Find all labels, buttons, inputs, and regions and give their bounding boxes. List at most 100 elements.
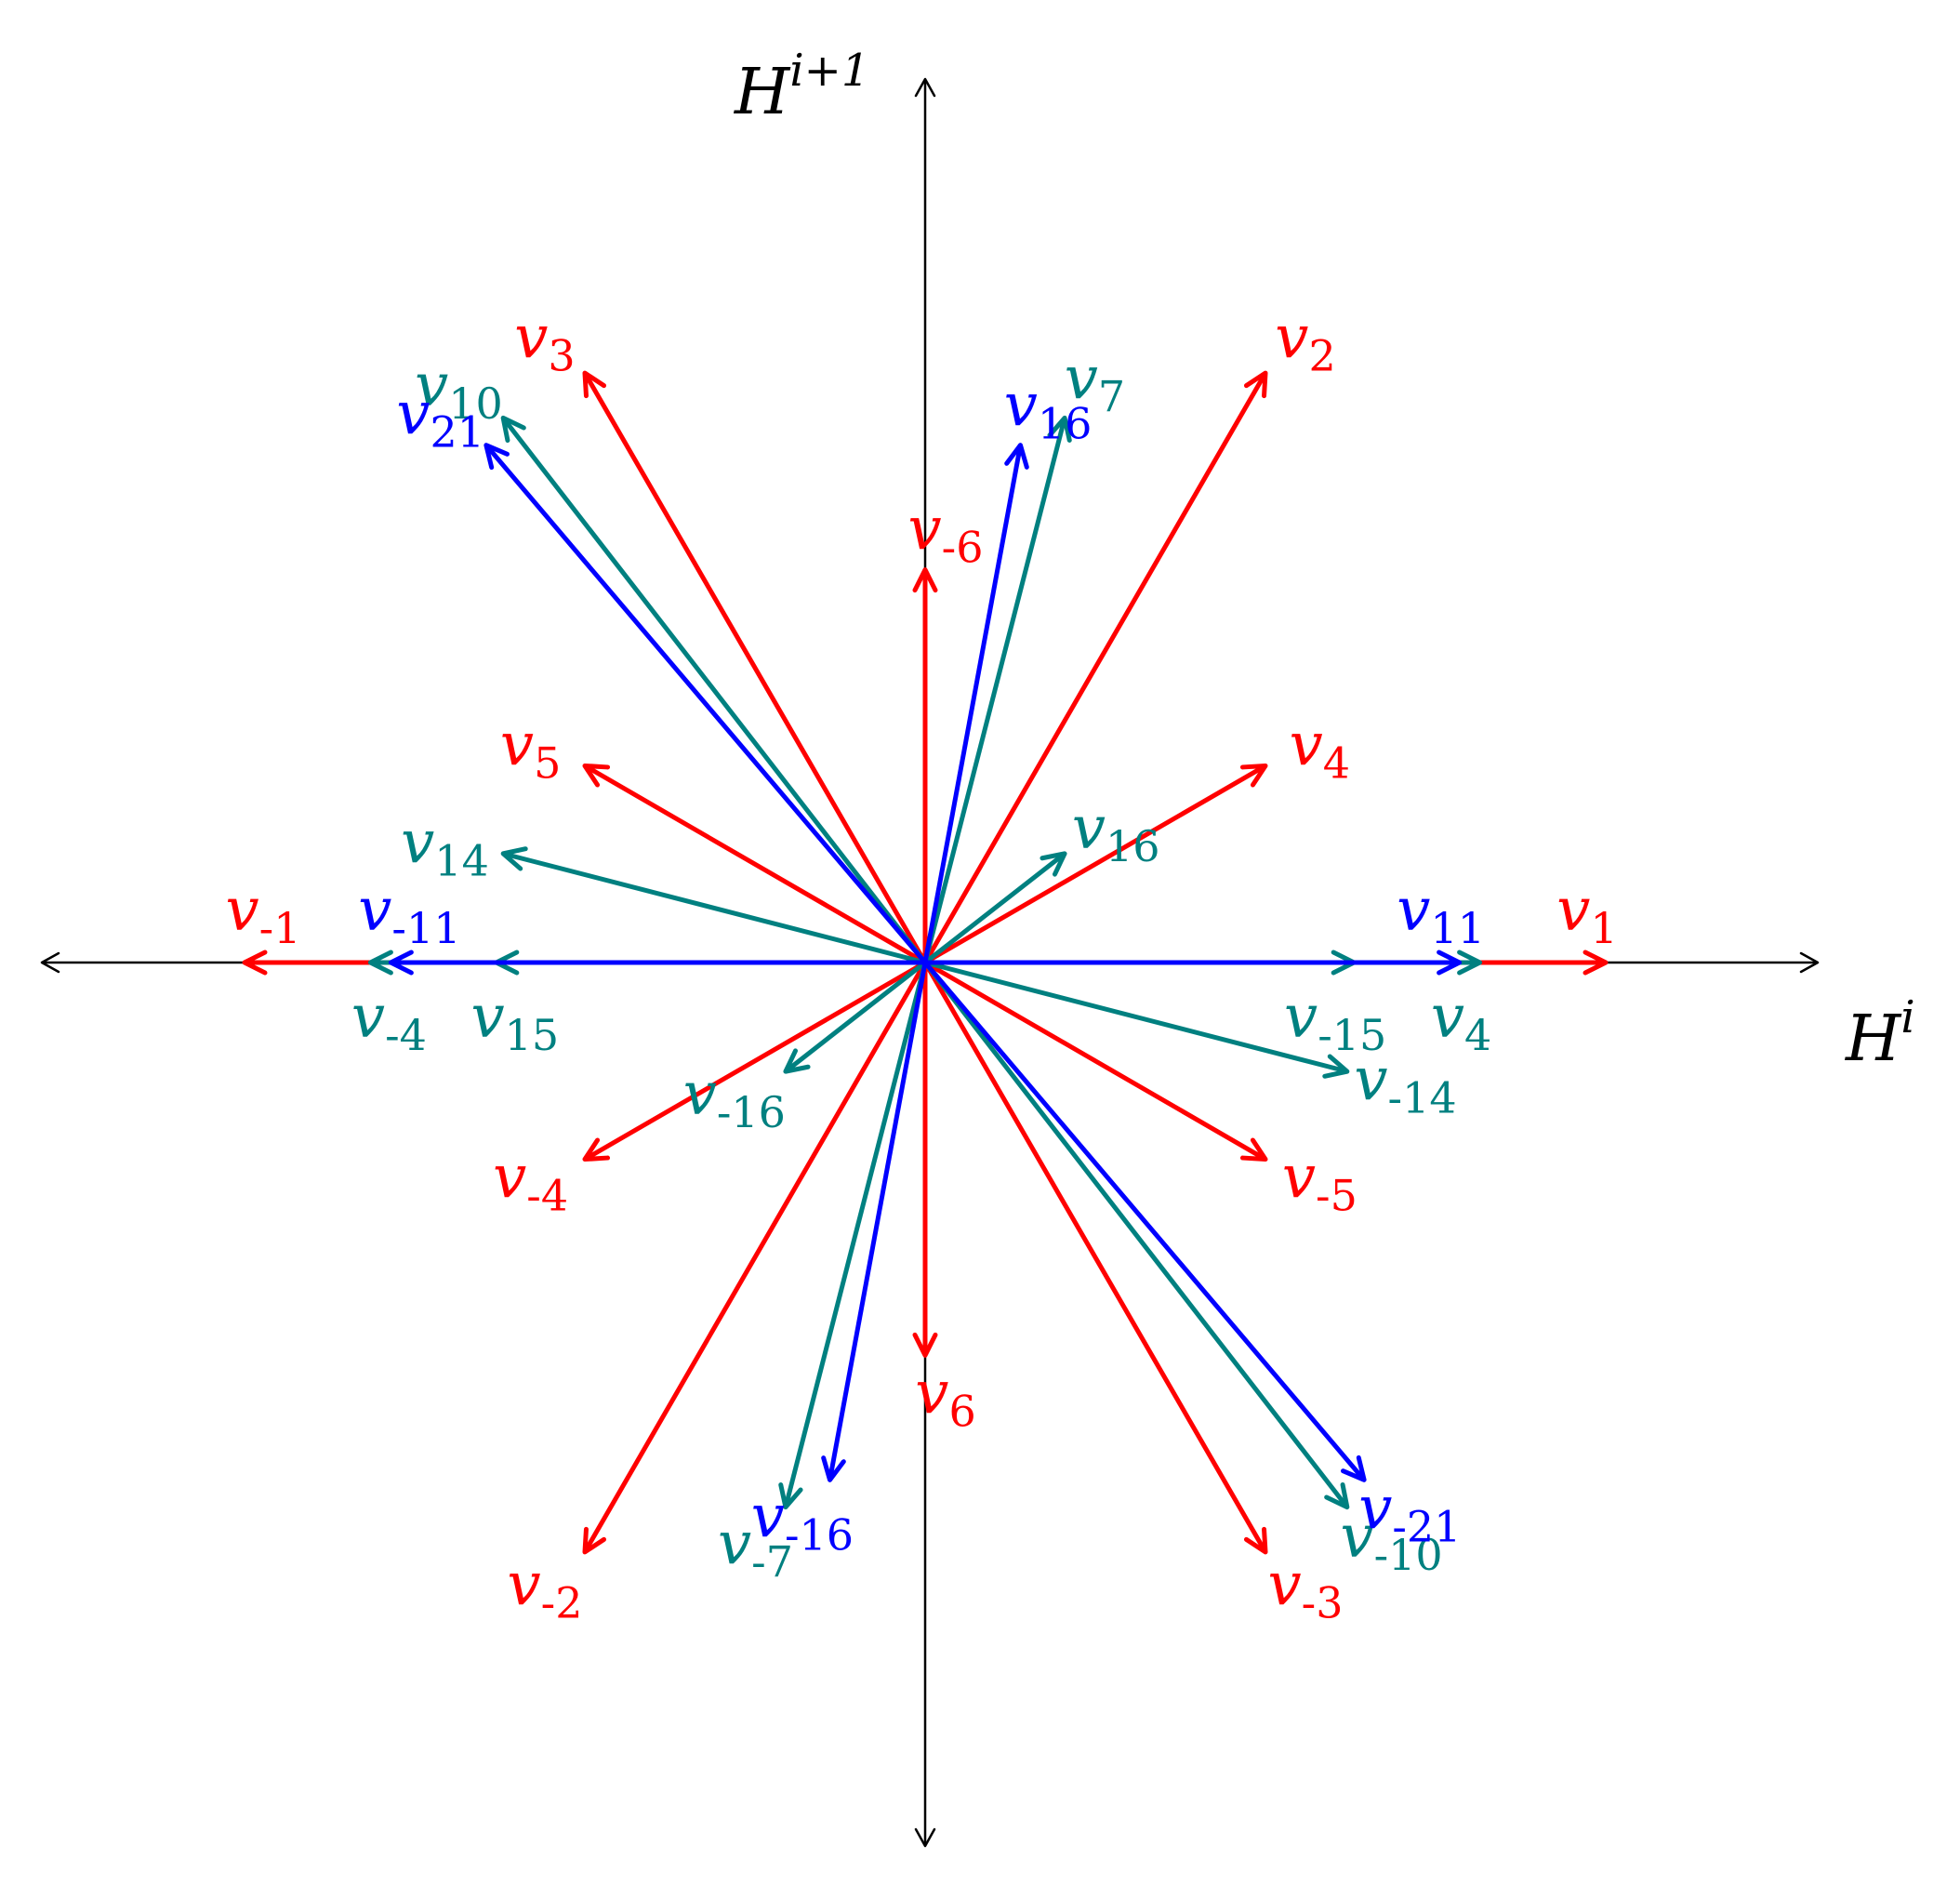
vector-red-v-5-arrowhead (1239, 1137, 1268, 1162)
vector-teal-v10 (501, 416, 927, 964)
vector-teal-v-16 (784, 961, 927, 1074)
vector-teal-v-7 (783, 962, 928, 1508)
vector-label-base: v (1397, 876, 1430, 945)
vector-red-v-3 (922, 961, 1268, 1554)
vector-label-base: v (1065, 345, 1098, 414)
vector-label-base: v (415, 352, 448, 420)
vector-label-base: v (1431, 983, 1464, 1052)
vector-label-red-v-1: v-1 (226, 876, 301, 953)
vector-teal-v-14 (924, 960, 1348, 1074)
vector-label-teal-v-15: v-15 (1284, 983, 1386, 1060)
vector-label-base: v (1340, 1503, 1373, 1572)
vector-red-v-4-arrowhead (582, 1137, 611, 1162)
vector-label-red-v-2: v-2 (508, 1550, 583, 1627)
vector-label-sub: -14 (1388, 1073, 1457, 1123)
vector-label-red-v4: v4 (1290, 711, 1350, 788)
vector-blue-v-21 (923, 961, 1367, 1481)
vector-teal-v-7-arrowhead (778, 1482, 803, 1510)
vector-label-sub: 6 (948, 1386, 975, 1436)
vector-label-base: v (500, 711, 534, 779)
vector-teal-v16 (923, 851, 1066, 964)
vector-teal-v-14-arrowhead (1322, 1054, 1350, 1079)
vector-label-red-v-5: v-5 (1282, 1144, 1357, 1221)
vector-label-base: v (508, 1550, 541, 1619)
vector-label-sub: 7 (1098, 372, 1125, 422)
vector-label-red-v-3: v-3 (1268, 1550, 1344, 1627)
vector-label-sub: 3 (548, 331, 575, 381)
vector-label-base: v (1275, 304, 1308, 373)
vector-red-v-4 (583, 960, 927, 1162)
vector-label-teal-v16: v16 (1072, 794, 1160, 871)
vector-label-blue-v-11: v-11 (358, 876, 460, 953)
vector-label-base: v (358, 876, 391, 945)
vector-red-v-2-arrowhead (582, 1526, 607, 1555)
vector-label-base: v (1284, 983, 1318, 1052)
vector-red-v6-arrowhead (912, 1332, 938, 1358)
vector-label-base: v (751, 1483, 785, 1552)
vector-label-teal-v-7: v-7 (718, 1509, 793, 1587)
vector-label-sub: 4 (1464, 1010, 1491, 1060)
vector-blue-v21 (483, 444, 927, 964)
vector-label-sub: 16 (1106, 821, 1160, 871)
vector-label-red-v-6: v-6 (908, 496, 984, 573)
vector-red-v3 (582, 371, 928, 964)
vertical-axis-arrowhead-end (914, 1827, 936, 1848)
vector-label-sub: 2 (1308, 331, 1335, 381)
vertical-axis-label-sup: i+1 (789, 45, 869, 97)
vector-label-blue-v-16: v-16 (751, 1483, 854, 1561)
vector-label-base: v (718, 1509, 751, 1578)
vertical-axis-label: Hi+1 (733, 45, 869, 129)
vector-teal-v16-arrowhead (1040, 851, 1067, 877)
vector-label-base: v (1354, 1046, 1387, 1115)
vector-label-blue-v16: v16 (1004, 371, 1093, 448)
vector-label-sub: -6 (942, 523, 984, 573)
vector-label-sub: 21 (430, 407, 484, 458)
vector-label-sub: 10 (448, 379, 503, 429)
horizontal-axis-arrowhead-start (40, 951, 60, 974)
vector-label-sub: -15 (1318, 1010, 1386, 1060)
vector-label-red-v5: v5 (500, 711, 561, 788)
vector-label-sub: -16 (785, 1510, 854, 1561)
vector-red-v-1-arrowhead (242, 950, 268, 976)
vector-red-v5 (583, 764, 927, 965)
vector-label-sub: 14 (434, 835, 489, 885)
vector-teal-v7-arrowhead (1047, 415, 1072, 443)
vector-label-sub: -7 (751, 1536, 793, 1587)
vector-label-sub: -2 (541, 1577, 583, 1627)
vector-blue-v-21-arrowhead (1341, 1454, 1367, 1482)
vector-label-base: v (915, 1359, 948, 1428)
vector-label-teal-v14: v14 (401, 808, 489, 885)
vector-label-sub: 1 (1590, 903, 1617, 953)
vector-label-base: v (514, 304, 548, 373)
vector-red-v-2 (582, 961, 928, 1554)
vector-red-v-3-arrowhead (1243, 1526, 1268, 1555)
vector-label-teal-v-10: v-10 (1340, 1503, 1442, 1580)
vector-teal-v-16-arrowhead (783, 1048, 811, 1074)
vector-label-sub: 16 (1038, 398, 1093, 448)
vector-red-v4-arrowhead (1239, 763, 1268, 788)
vector-blue-v-16 (828, 962, 928, 1481)
vector-red-v1-arrowhead (1583, 950, 1609, 976)
vector-label-sub: -11 (391, 903, 460, 953)
vector-red-v2 (922, 371, 1268, 964)
vector-red-v5-arrowhead (582, 763, 611, 788)
vector-blue-v16-arrowhead (1004, 443, 1029, 470)
vector-blue-v21-arrowhead (483, 443, 510, 471)
vector-label-teal-v10: v10 (415, 352, 503, 429)
vector-label-sub: 5 (534, 737, 561, 788)
vector-label-red-v6: v6 (915, 1359, 975, 1436)
vector-teal-v14-arrowhead (500, 846, 528, 871)
vector-label-sub: -10 (1374, 1530, 1443, 1580)
vector-label-base: v (396, 380, 430, 449)
vector-teal-v10-arrowhead (500, 415, 526, 444)
vector-teal-v-10 (923, 961, 1349, 1509)
vertical-axis-arrowhead-start (914, 77, 936, 98)
vector-red-v-6-arrowhead (912, 567, 938, 593)
vector-teal-v7 (922, 417, 1067, 963)
vector-label-base: v (470, 983, 504, 1052)
vector-label-red-v3: v3 (514, 304, 575, 381)
vector-label-base: v (351, 983, 385, 1052)
horizontal-axis-label: Hi (1844, 991, 1915, 1076)
vector-label-base: v (401, 808, 434, 877)
